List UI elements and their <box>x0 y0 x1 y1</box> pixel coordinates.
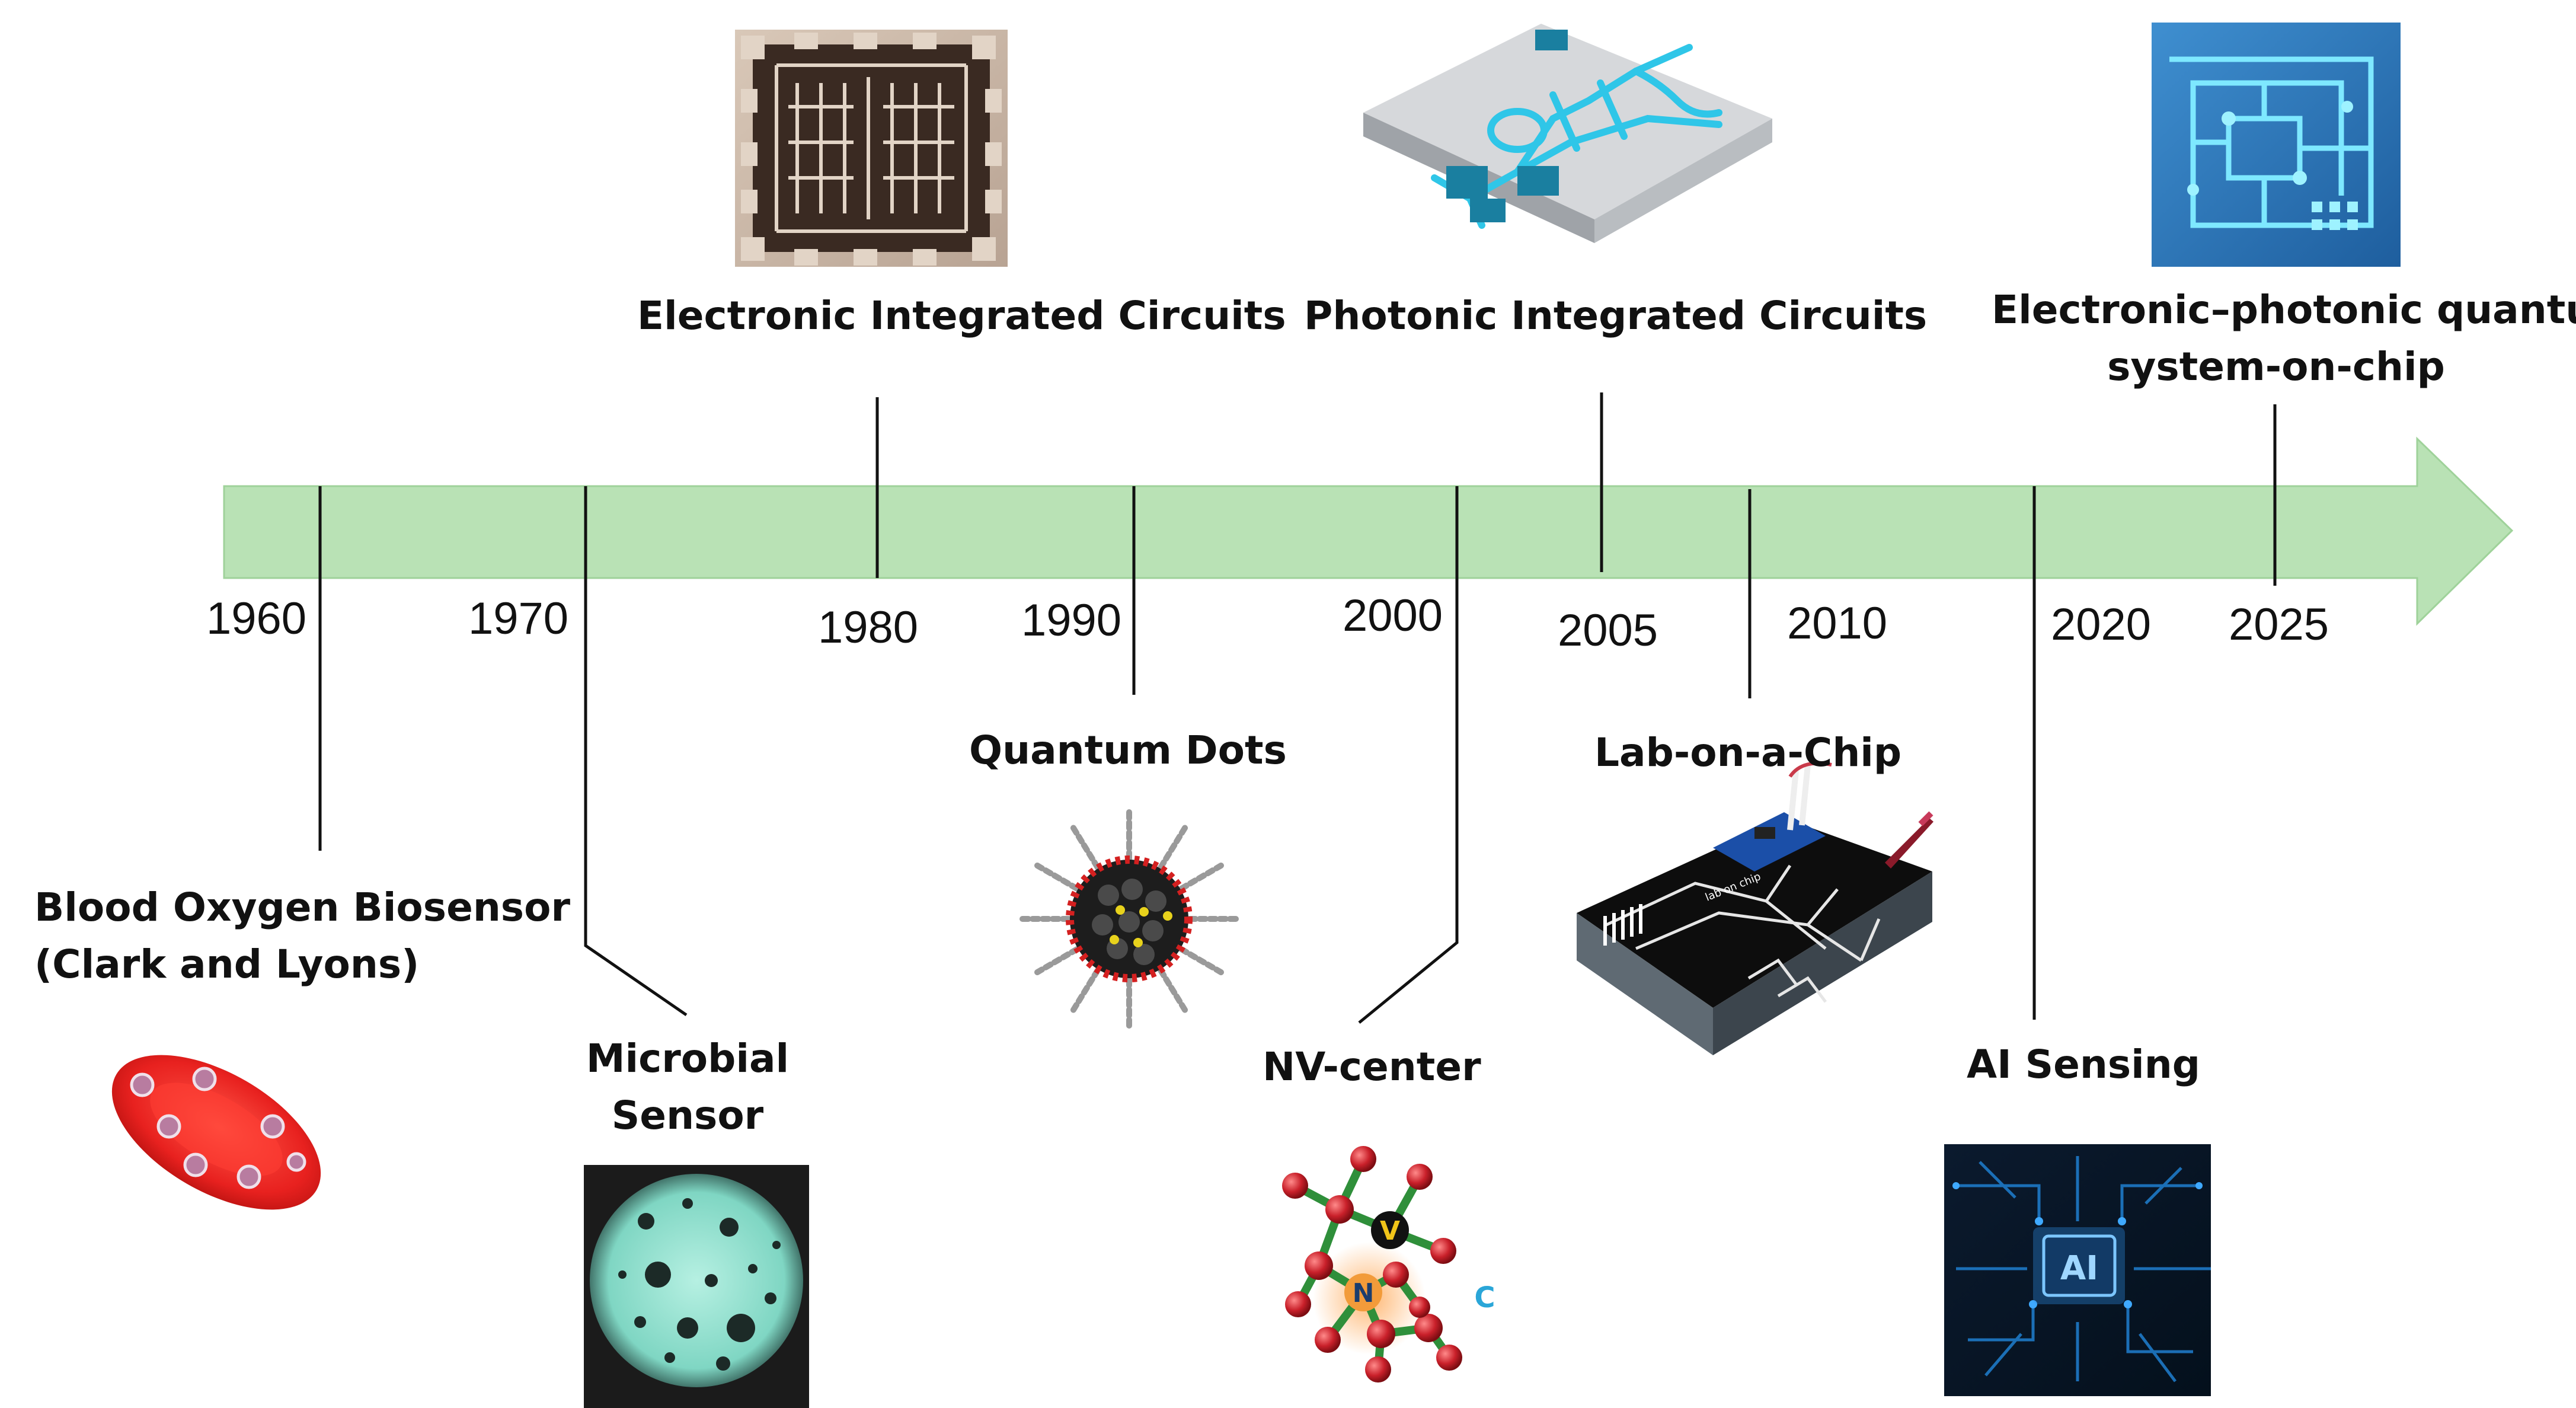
year-1960: 1960 <box>206 593 307 644</box>
ai-sensing-image: AI <box>1944 1144 2211 1396</box>
year-2025: 2025 <box>2229 599 2329 650</box>
nv-c-label: C <box>1474 1281 1495 1314</box>
nv-n-label: N <box>1353 1278 1375 1308</box>
label-electronic-ic: Electronic Integrated Circuits <box>637 293 1286 339</box>
photonic-ic-image <box>1363 24 1772 243</box>
year-2005: 2005 <box>1558 605 1658 656</box>
year-1970: 1970 <box>468 593 569 644</box>
label-quantum-soc: Electronic–photonic quantum system-on-ch… <box>1992 282 2576 395</box>
quantum-dot-image <box>1019 809 1239 1029</box>
petri-dish-image <box>584 1165 809 1408</box>
nv-v-label: V <box>1380 1216 1400 1246</box>
label-quantum-dots: Quantum Dots <box>969 727 1287 773</box>
year-2010: 2010 <box>1787 598 1888 649</box>
label-microbial-line2: Sensor <box>611 1092 764 1138</box>
label-blood-oxygen: Blood Oxygen Biosensor (Clark and Lyons) <box>34 879 570 992</box>
electronic-ic-image <box>735 30 1008 267</box>
label-microbial-line1: Microbial <box>586 1036 790 1081</box>
red-blood-cell-image <box>111 1055 321 1210</box>
label-blood-oxygen-line2: (Clark and Lyons) <box>34 941 420 987</box>
label-ai-sensing: AI Sensing <box>1967 1042 2201 1087</box>
nv-center-image: V N C <box>1282 1146 1495 1383</box>
label-photonic-ic: Photonic Integrated Circuits <box>1304 293 1928 339</box>
lab-on-chip-image: lab on chip <box>1577 761 1933 1055</box>
label-quantum-soc-line1: Electronic–photonic quantum <box>1992 287 2576 333</box>
year-1990: 1990 <box>1021 595 1122 646</box>
quantum-soc-image <box>2152 23 2401 267</box>
ai-chip-label: AI <box>2060 1249 2098 1288</box>
timeline-arrow <box>223 436 2514 626</box>
label-nv-center: NV-center <box>1263 1044 1481 1090</box>
label-quantum-soc-line2: system-on-chip <box>2107 343 2445 389</box>
connector-1970 <box>584 486 688 1017</box>
year-2020: 2020 <box>2051 599 2152 650</box>
label-lab-on-chip: Lab-on-a-Chip <box>1594 730 1902 775</box>
label-blood-oxygen-line1: Blood Oxygen Biosensor <box>34 885 570 930</box>
connector-lines <box>318 392 2277 1024</box>
year-2000: 2000 <box>1343 590 1443 641</box>
connector-2000 <box>1358 486 1459 1024</box>
year-1980: 1980 <box>818 602 919 653</box>
label-microbial-sensor: Microbial Sensor <box>569 1030 806 1144</box>
